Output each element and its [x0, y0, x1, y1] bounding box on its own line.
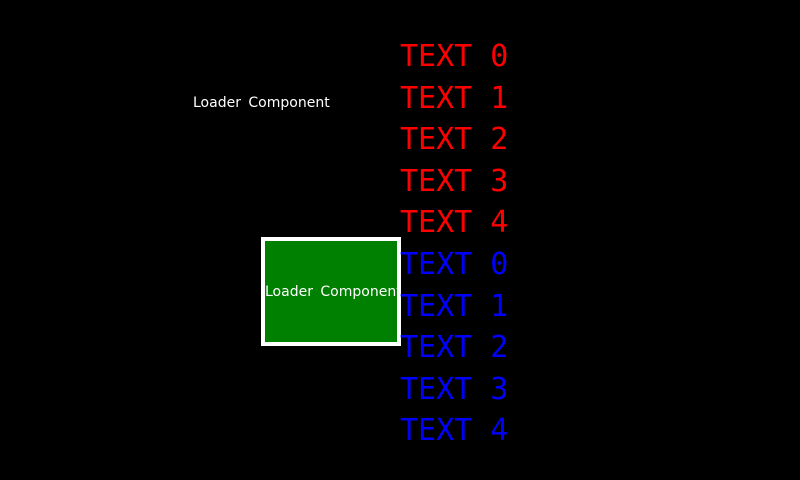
loader-label: Loader Component [193, 95, 330, 111]
text-list-item-1: TEXT 1 [400, 80, 509, 116]
text-list-item-5: TEXT 0 [400, 246, 509, 282]
text-list-item-6: TEXT 1 [400, 288, 509, 324]
text-list-item-7: TEXT 2 [400, 330, 509, 366]
text-list-item-8: TEXT 3 [400, 371, 509, 407]
loader-panel: Loader Component [261, 237, 401, 346]
text-list-item-9: TEXT 4 [400, 413, 509, 449]
loader-panel-label: Loader Component [265, 283, 401, 300]
text-list-item-0: TEXT 0 [400, 39, 509, 74]
text-list-item-2: TEXT 2 [400, 122, 509, 158]
text-list[interactable]: TEXT 0 TEXT 1 TEXT 2 TEXT 3 TEXT 4 TEXT 0 TEXT… [400, 36, 508, 452]
text-list-item-4: TEXT 4 [400, 205, 509, 241]
text-list-item-3: TEXT 3 [400, 163, 509, 199]
